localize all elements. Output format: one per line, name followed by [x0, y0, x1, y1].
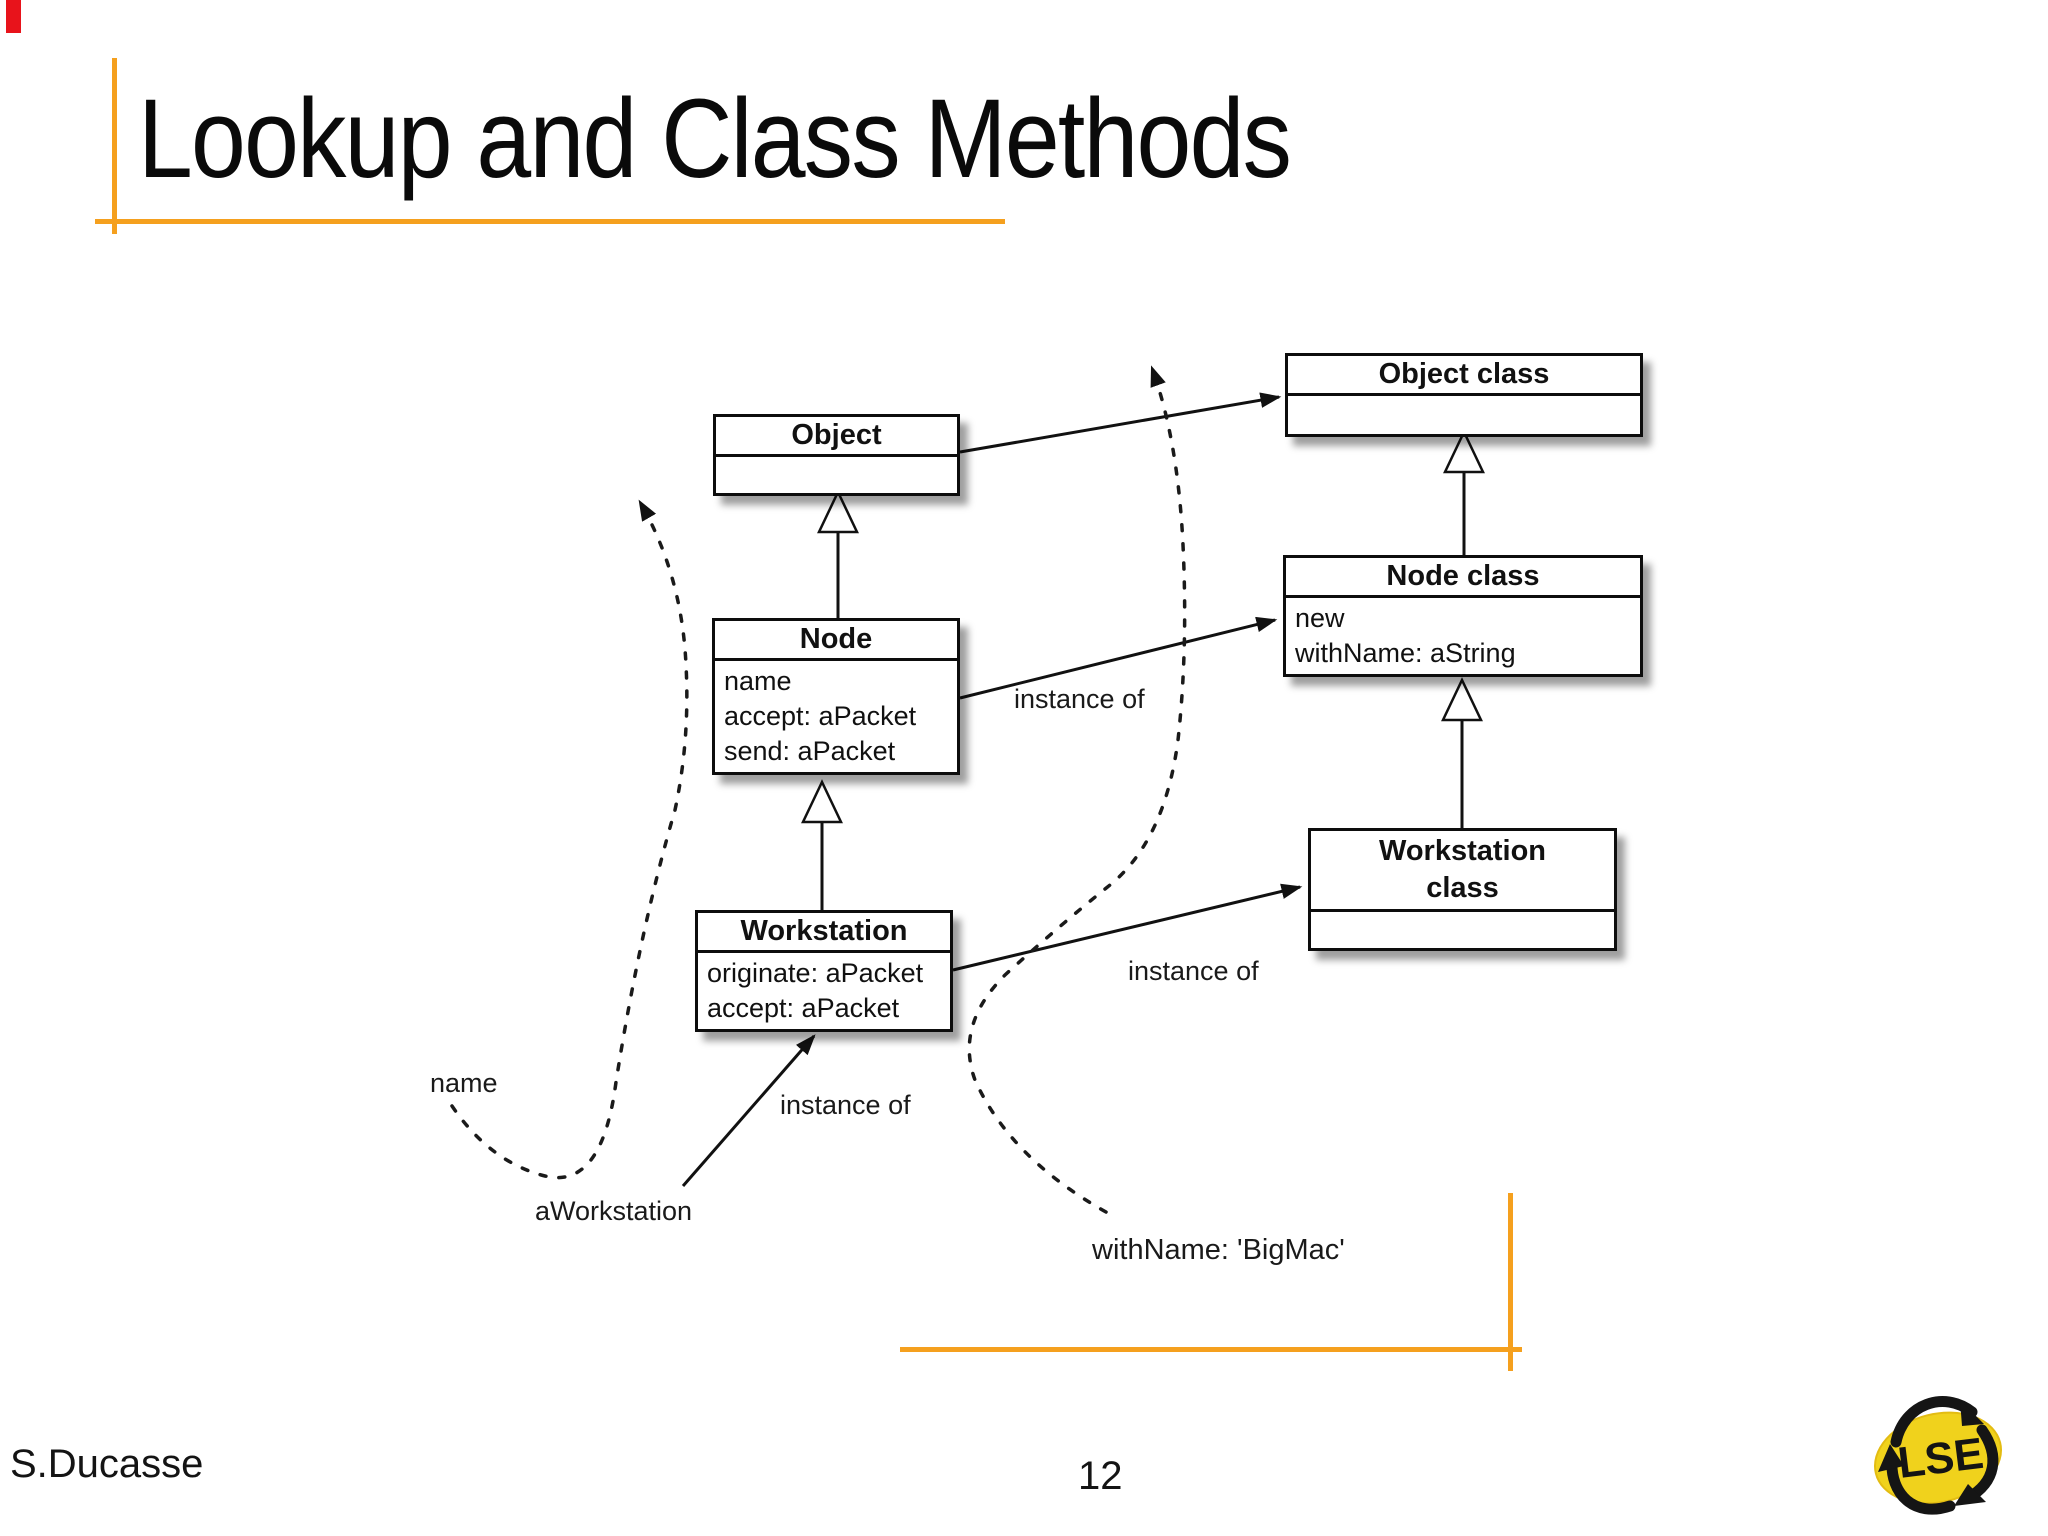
class-members: originate: aPacket accept: aPacket — [698, 953, 950, 1029]
red-marker — [6, 0, 21, 33]
class-box-object-class: Object class — [1285, 353, 1643, 437]
member: withName: aString — [1295, 638, 1516, 668]
member: accept: aPacket — [707, 993, 900, 1023]
accent-vertical-right — [1508, 1193, 1513, 1371]
lse-logo-text: LSE — [1895, 1429, 1986, 1488]
title-underline — [95, 219, 1005, 224]
label-name-lookup: name — [430, 1068, 498, 1098]
member: send: aPacket — [724, 736, 896, 766]
class-members: new withName: aString — [1286, 598, 1640, 674]
class-box-object: Object — [713, 414, 960, 496]
label-withname-bigmac: withName: 'BigMac' — [1092, 1234, 1345, 1266]
page-title: Lookup and Class Methods — [138, 76, 1292, 201]
accent-vertical-left — [112, 58, 117, 234]
class-box-node: Node name accept: aPacket send: aPacket — [712, 618, 960, 775]
class-members-empty — [1311, 912, 1614, 948]
class-members: name accept: aPacket send: aPacket — [715, 661, 957, 772]
class-name: Workstation class — [1311, 831, 1614, 912]
label-instance-of-workstation: instance of — [1128, 956, 1259, 986]
page-number: 12 — [1078, 1454, 1123, 1498]
accent-horizontal-bottom — [900, 1347, 1522, 1352]
class-name: Object class — [1288, 356, 1640, 396]
class-members-empty — [1288, 396, 1640, 434]
class-name: Object — [716, 417, 957, 457]
member: accept: aPacket — [724, 701, 917, 731]
lse-logo: LSE — [1873, 1396, 2003, 1515]
member: new — [1295, 603, 1345, 633]
class-name: Node class — [1286, 558, 1640, 598]
member: name — [724, 666, 792, 696]
class-box-workstation-class: Workstation class — [1308, 828, 1617, 951]
class-box-node-class: Node class new withName: aString — [1283, 555, 1643, 677]
label-aworkstation: aWorkstation — [535, 1196, 693, 1226]
class-name: Node — [715, 621, 957, 661]
class-name: Workstation — [698, 913, 950, 953]
class-members-empty — [716, 457, 957, 493]
footer-author: S.Ducasse — [10, 1442, 204, 1486]
member: originate: aPacket — [707, 958, 924, 988]
label-instance-of-node: instance of — [1014, 684, 1145, 714]
label-instance-of-aworkstation: instance of — [780, 1090, 911, 1120]
class-box-workstation: Workstation originate: aPacket accept: a… — [695, 910, 953, 1032]
